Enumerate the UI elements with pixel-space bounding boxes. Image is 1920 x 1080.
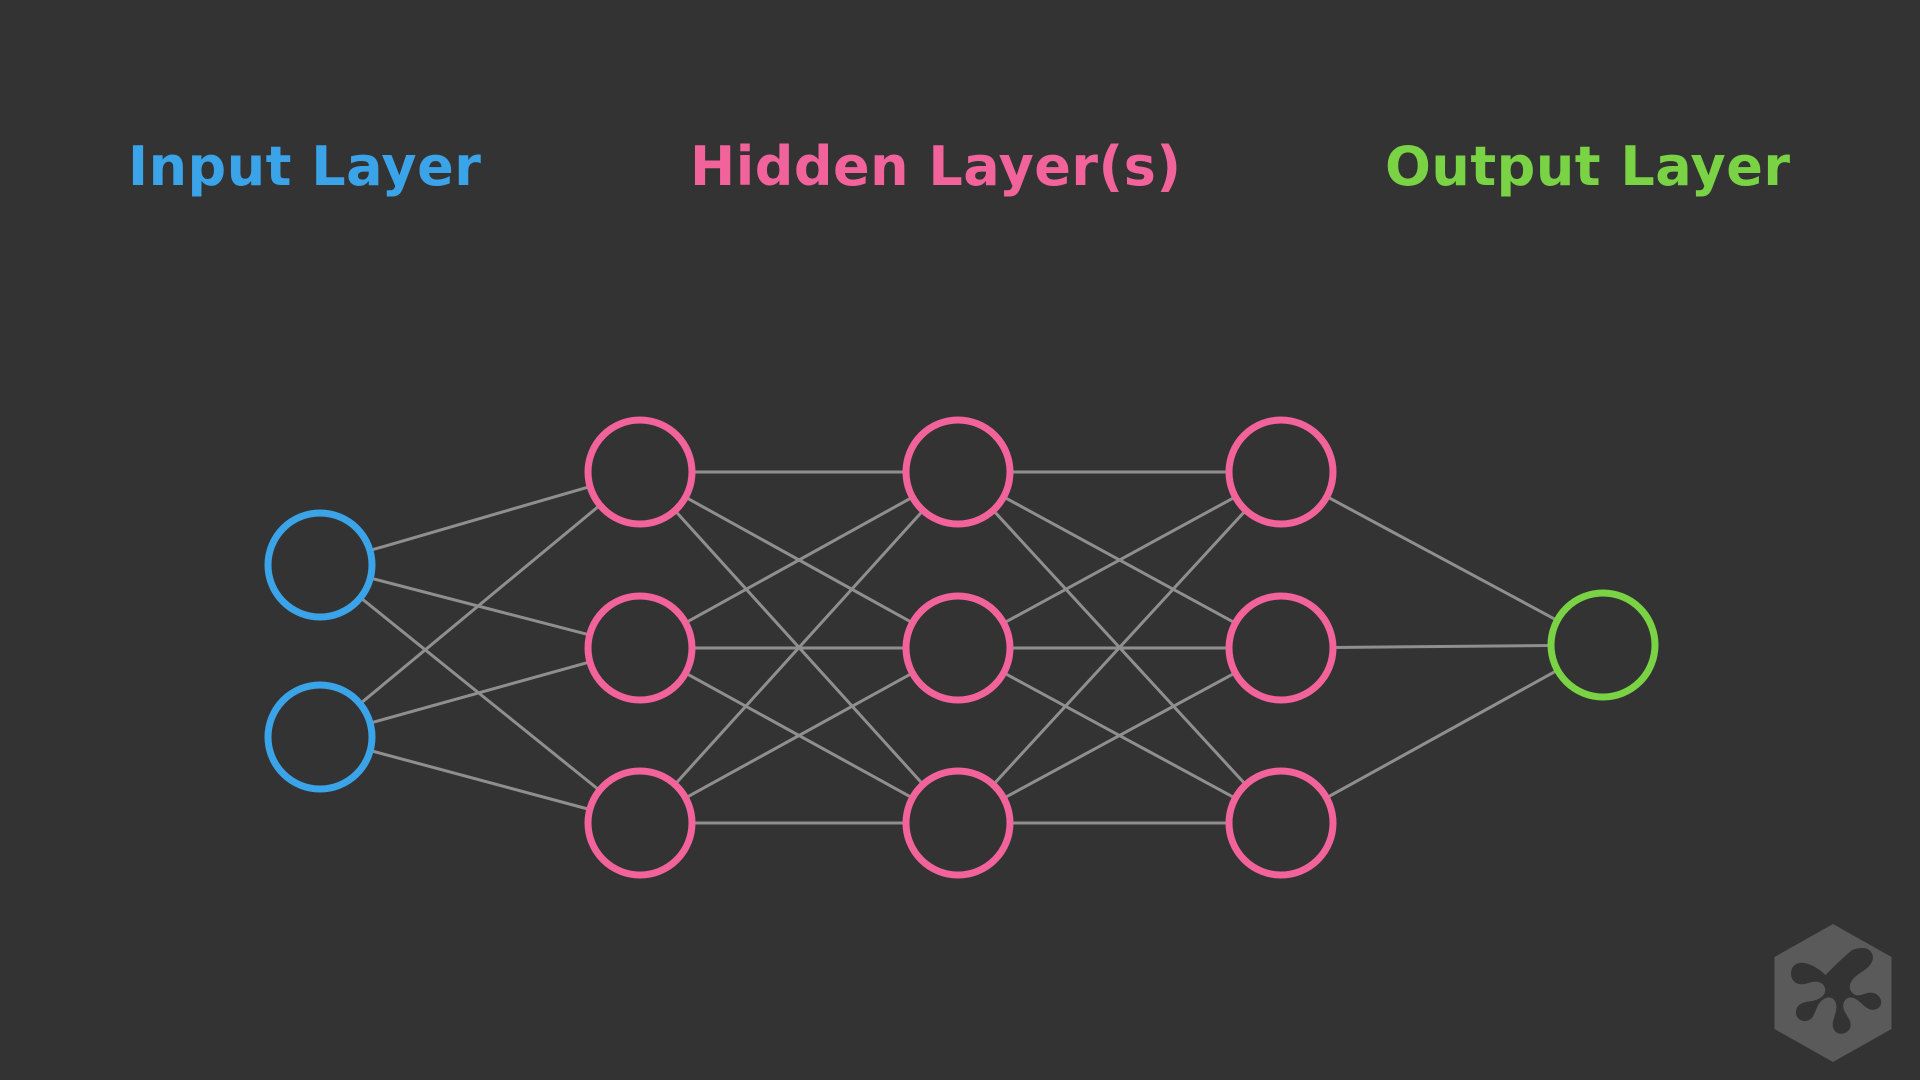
edge-hidden-3-0-to-output-0	[1325, 495, 1559, 622]
edge-hidden-3-1-to-output-0	[1331, 643, 1553, 650]
edge-input-1-to-hidden-1-1	[368, 660, 592, 725]
node-input-2	[264, 681, 376, 793]
edge-hidden-1-2-to-hidden-2-1	[684, 671, 914, 800]
layer-label-input: Input Layer	[128, 135, 482, 198]
layer-label-hidden: Hidden Layer(s)	[690, 135, 1182, 198]
edge-hidden-2-2-to-hidden-3-1	[1002, 671, 1237, 800]
node-hidden-1-3	[584, 767, 696, 879]
edge-hidden-1-2-to-hidden-2-0	[673, 509, 925, 786]
node-output-1	[1547, 589, 1659, 701]
edge-hidden-3-2-to-output-0	[1325, 668, 1559, 800]
edge-input-1-to-hidden-1-2	[368, 748, 592, 812]
edge-hidden-1-1-to-hidden-2-0	[683, 495, 915, 625]
layer-label-output: Output Layer	[1385, 135, 1791, 198]
node-hidden-1-1	[584, 416, 696, 528]
edge-input-1-to-hidden-1-0	[358, 503, 602, 706]
node-hidden-3-1	[1225, 416, 1337, 528]
hexagon-neuron-logo-watermark	[1774, 924, 1892, 1062]
node-hidden-3-2	[1225, 592, 1337, 704]
node-hidden-2-2	[902, 592, 1014, 704]
neuron-glyph	[1791, 948, 1882, 1034]
edges-group	[358, 470, 1559, 825]
edge-input-0-to-hidden-1-0	[368, 485, 592, 552]
node-hidden-2-3	[902, 767, 1014, 879]
node-hidden-1-2	[584, 592, 696, 704]
node-input-1	[264, 509, 376, 621]
node-hidden-2-1	[902, 416, 1014, 528]
edge-input-0-to-hidden-1-1	[368, 576, 592, 637]
neuron-splat-shape	[1791, 948, 1882, 1034]
edge-hidden-2-2-to-hidden-3-0	[991, 508, 1248, 787]
nodes-group	[264, 416, 1659, 879]
node-hidden-3-3	[1225, 767, 1337, 879]
edge-hidden-2-1-to-hidden-3-0	[1002, 495, 1237, 625]
